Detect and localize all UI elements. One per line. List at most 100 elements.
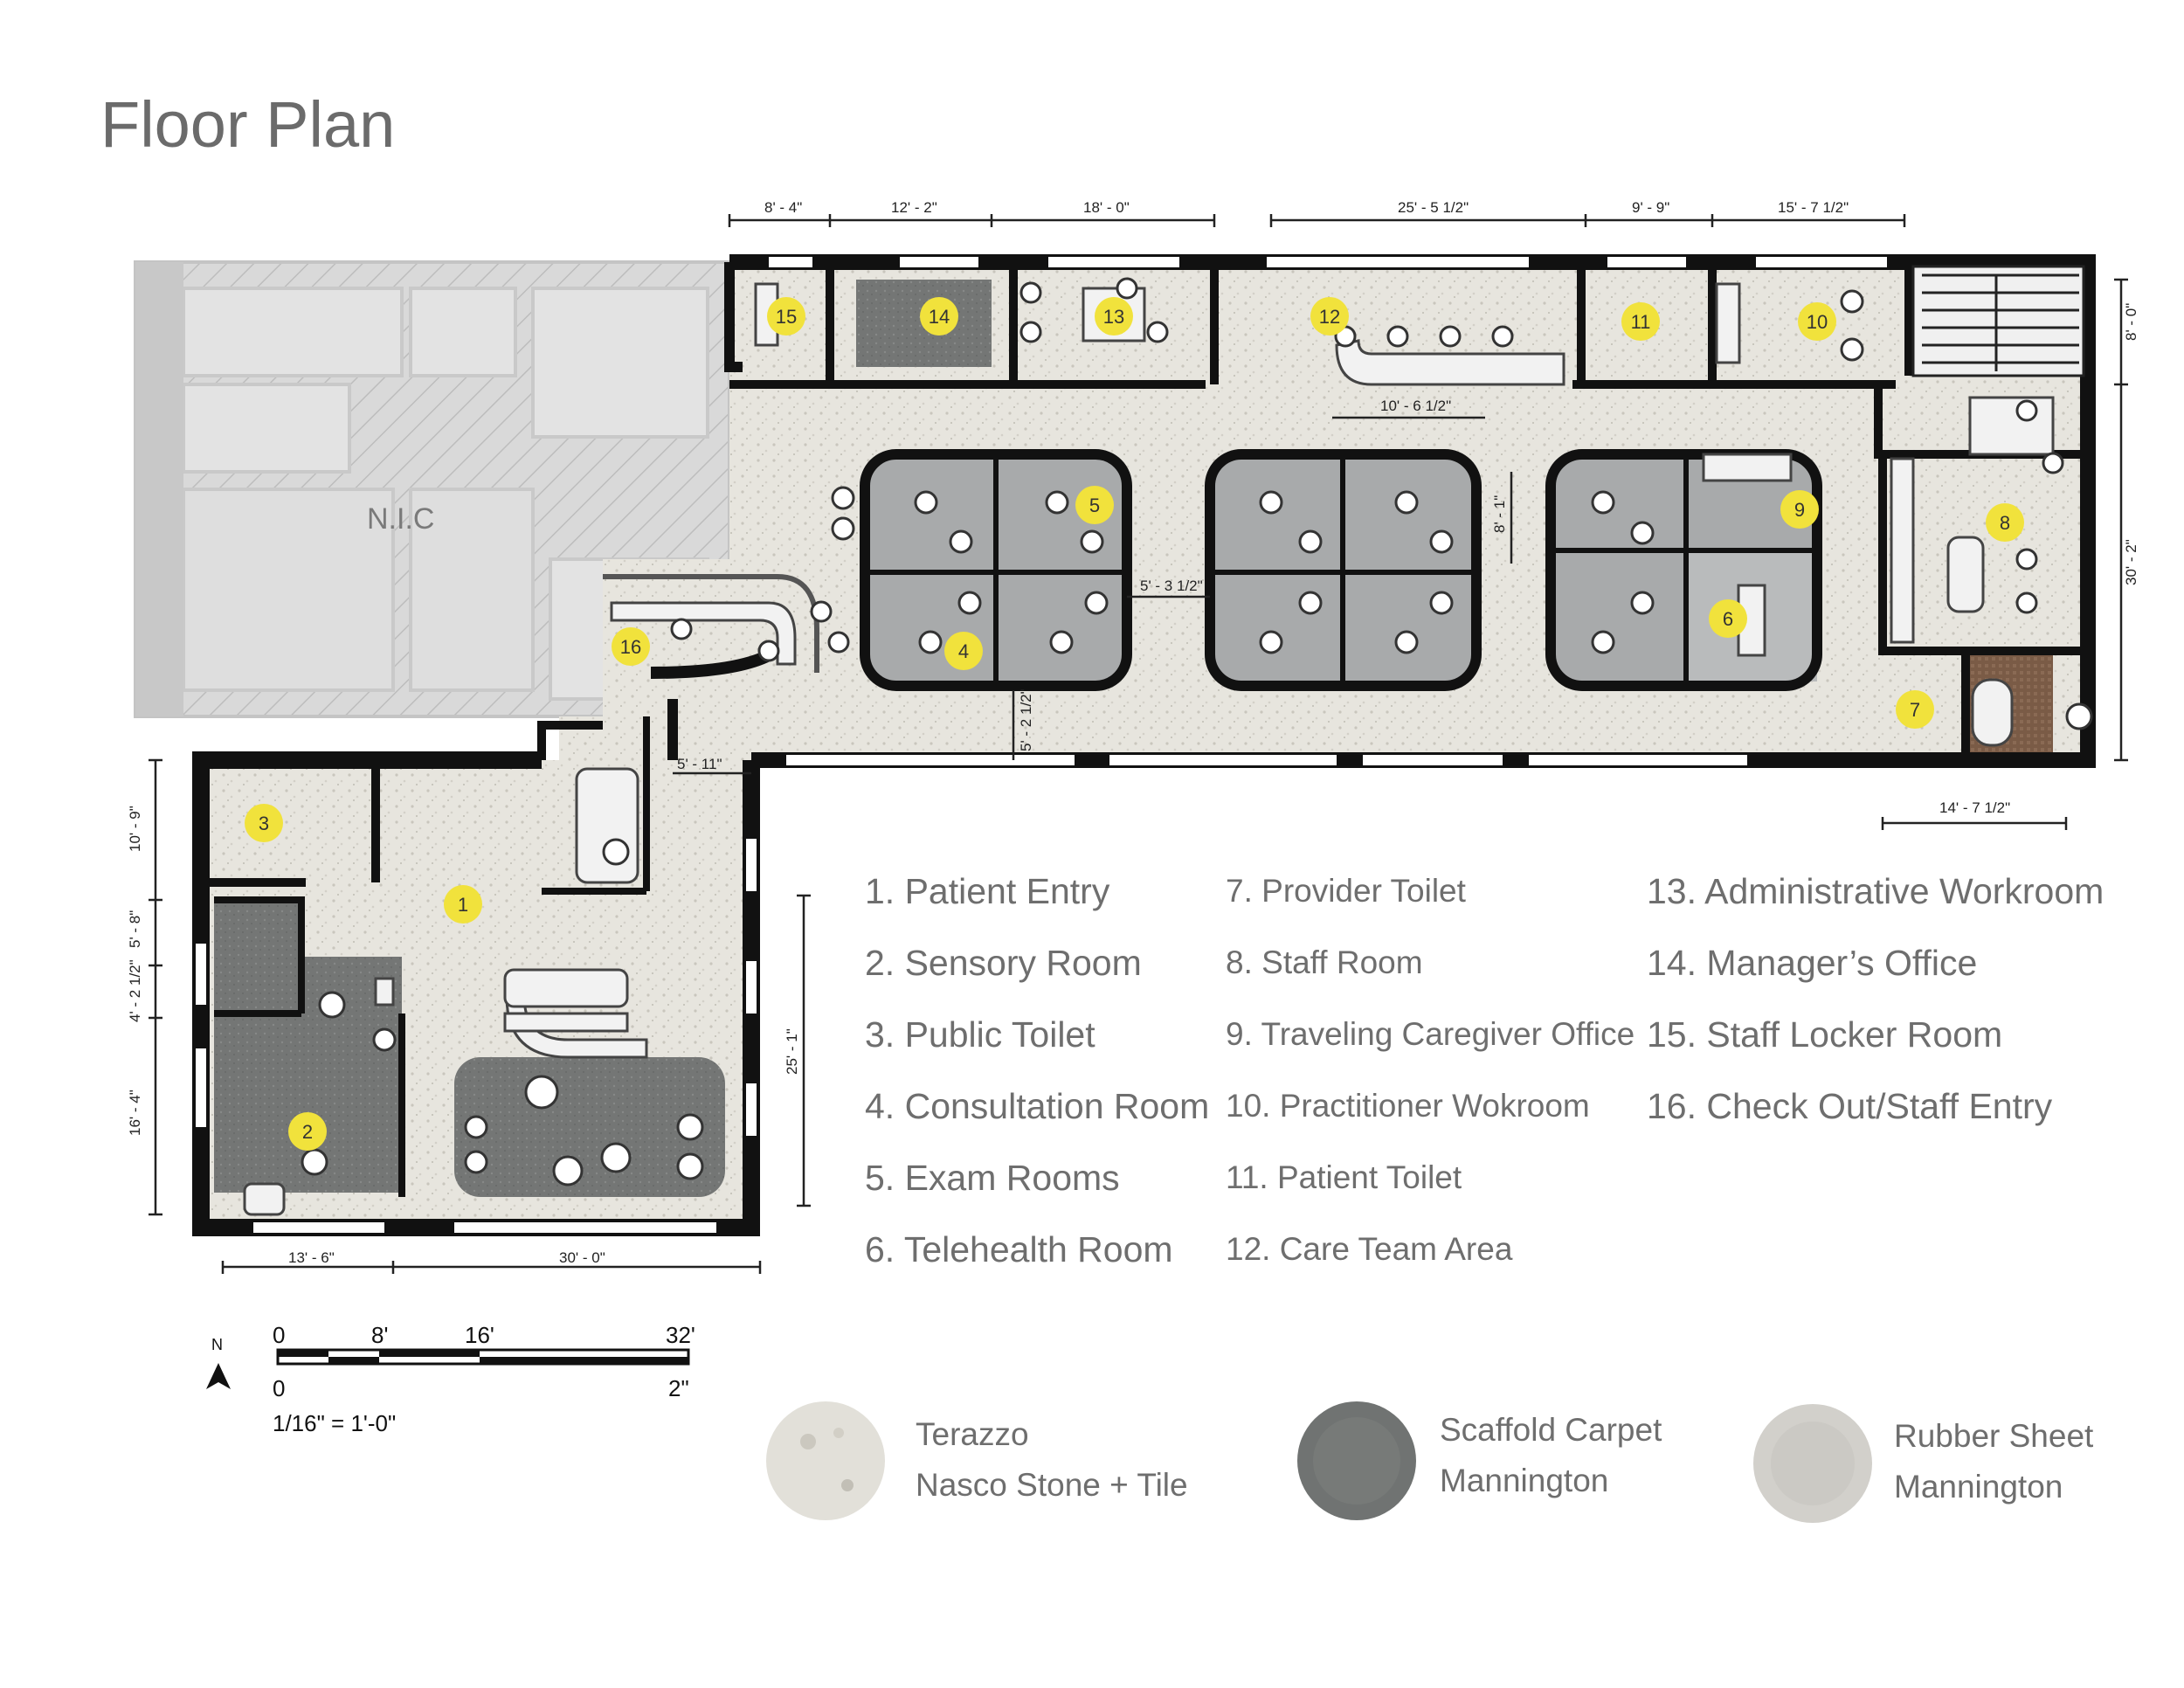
scale-tick-0: 0 <box>273 1322 285 1348</box>
room-badge-5 <box>1075 486 1114 524</box>
material-rubber: Rubber Sheet Mannington <box>1894 1411 2093 1512</box>
legend-item: 11. Patient Toilet <box>1226 1159 1462 1195</box>
material-swatches <box>766 1401 1872 1523</box>
room-badge-label-4: 4 <box>958 640 969 662</box>
legend-item: 10. Practitioner Wokroom <box>1226 1088 1590 1124</box>
dim-left-1: 10' - 9" <box>127 806 143 852</box>
legend-item: 13. Administrative Workroom <box>1647 871 2105 911</box>
legend-item: 12. Care Team Area <box>1226 1231 1513 1267</box>
room-badge-label-2: 2 <box>302 1121 313 1143</box>
dim-vertical-mid: 25' - 1" <box>784 1028 800 1075</box>
dim-int-3: 5' - 3 1/2" <box>1140 578 1203 594</box>
legend-item: 5. Exam Rooms <box>865 1158 1120 1198</box>
scale-tick-b2: 2" <box>668 1375 689 1401</box>
dimension-labels: 8' - 4" 12' - 2" 18' - 0" 25' - 5 1/2" 9… <box>127 199 2139 1266</box>
north-arrow-icon <box>206 1363 231 1389</box>
pod-walls <box>860 449 1822 691</box>
dim-int-5: 5' - 11" <box>677 756 722 772</box>
material-name: Terazzo <box>916 1416 1029 1452</box>
room-badge-label-10: 10 <box>1807 311 1828 333</box>
room-badge-label-8: 8 <box>2000 512 2010 534</box>
nic-area <box>134 260 731 718</box>
room-badge-label-11: 11 <box>1631 311 1651 333</box>
dim-int-2: 8' - 1" <box>1491 495 1508 533</box>
room-badge-9 <box>1780 490 1819 529</box>
legend-item: 9. Traveling Caregiver Office <box>1226 1016 1635 1052</box>
dim-top-6: 15' - 7 1/2" <box>1778 199 1849 216</box>
page-title: Floor Plan <box>100 88 396 161</box>
room-badge-label-13: 13 <box>1103 306 1124 328</box>
room-badge-2 <box>288 1112 327 1151</box>
room-badge-label-5: 5 <box>1089 495 1100 516</box>
room-badge-10 <box>1798 302 1836 341</box>
dim-left-4: 16' - 4" <box>127 1090 143 1136</box>
room-badge-3 <box>245 804 283 842</box>
room-badge-label-12: 12 <box>1319 306 1340 328</box>
legend-item: 6. Telehealth Room <box>865 1229 1173 1269</box>
nic-label: N.I.C <box>367 502 434 536</box>
room-badge-4 <box>944 632 983 670</box>
legend-item: 16. Check Out/Staff Entry <box>1647 1086 2053 1126</box>
room-badge-15 <box>767 297 805 336</box>
room-badge-label-15: 15 <box>776 306 797 328</box>
legend-column-1: 1. Patient Entry 2. Sensory Room 3. Publ… <box>865 865 1209 1295</box>
room-badge-label-16: 16 <box>620 636 641 658</box>
material-carpet: Scaffold Carpet Mannington <box>1440 1405 1662 1506</box>
stair <box>1911 265 2085 377</box>
dim-top-3: 18' - 0" <box>1083 199 1130 216</box>
material-maker: Nasco Stone + Tile <box>916 1467 1188 1503</box>
room-badge-12 <box>1310 297 1349 336</box>
dim-top-5: 9' - 9" <box>1632 199 1669 216</box>
dim-top-4: 25' - 5 1/2" <box>1398 199 1469 216</box>
room-badge-label-3: 3 <box>259 813 269 834</box>
room-badge-11 <box>1621 302 1660 341</box>
scale-ratio: 1/16" = 1'-0" <box>273 1410 396 1436</box>
legend-item: 2. Sensory Room <box>865 943 1142 983</box>
room-badge-label-14: 14 <box>929 306 950 328</box>
windows <box>196 257 1887 1233</box>
room-badge-8 <box>1986 503 2024 542</box>
dim-int-1: 10' - 6 1/2" <box>1380 398 1451 414</box>
scale-tick-16: 16' <box>465 1322 494 1348</box>
legend-item: 4. Consultation Room <box>865 1086 1210 1126</box>
scale-tick-b0: 0 <box>273 1375 285 1401</box>
material-maker: Mannington <box>1440 1463 1609 1498</box>
room-badge-label-1: 1 <box>458 894 468 916</box>
room-badge-label-7: 7 <box>1910 699 1920 721</box>
legend-column-2: 7. Provider Toilet 8. Staff Room 9. Trav… <box>1226 865 1635 1295</box>
room-badge-label-6: 6 <box>1723 608 1733 630</box>
dim-right-1: 8' - 0" <box>2123 303 2139 341</box>
legend-item: 1. Patient Entry <box>865 871 1110 911</box>
dim-bottom-2: 30' - 0" <box>559 1249 605 1266</box>
dimension-lines <box>149 214 2128 1274</box>
terrazzo-swatch <box>766 1401 885 1520</box>
dim-int-4: 5' - 2 1/2" <box>1018 688 1034 751</box>
dim-top-2: 12' - 2" <box>891 199 937 216</box>
dim-left-3: 4' - 2 1/2" <box>127 959 143 1022</box>
room-badge-13 <box>1095 297 1133 336</box>
material-name: Scaffold Carpet <box>1440 1412 1662 1448</box>
room-badge-1 <box>444 885 482 924</box>
scale-tick-8: 8' <box>371 1322 388 1348</box>
dim-bottom-1: 13' - 6" <box>288 1249 335 1266</box>
chairs <box>301 277 2093 1186</box>
legend-item: 15. Staff Locker Room <box>1647 1014 2003 1055</box>
dim-right-bottom: 14' - 7 1/2" <box>1939 799 2010 816</box>
legend-item: 3. Public Toilet <box>865 1014 1095 1055</box>
scale-tick-32: 32' <box>666 1322 695 1348</box>
room-badge-6 <box>1709 599 1747 638</box>
room-badge-14 <box>920 297 958 336</box>
dim-top-1: 8' - 4" <box>764 199 802 216</box>
legend-item: 8. Staff Room <box>1226 944 1423 980</box>
dim-right-2: 30' - 2" <box>2123 539 2139 585</box>
scale-bar: N 0 8' 16' 32' 0 2" 1/16" = 1'-0" <box>206 1322 695 1436</box>
legend-column-3: 13. Administrative Workroom 14. Manager’… <box>1647 865 2104 1152</box>
north-label: N <box>211 1336 223 1353</box>
material-terrazzo: Terazzo Nasco Stone + Tile <box>916 1409 1188 1511</box>
furniture <box>243 282 2055 1216</box>
room-badge-16 <box>612 627 650 666</box>
legend-item: 14. Manager’s Office <box>1647 943 1978 983</box>
material-name: Rubber Sheet <box>1894 1418 2094 1454</box>
